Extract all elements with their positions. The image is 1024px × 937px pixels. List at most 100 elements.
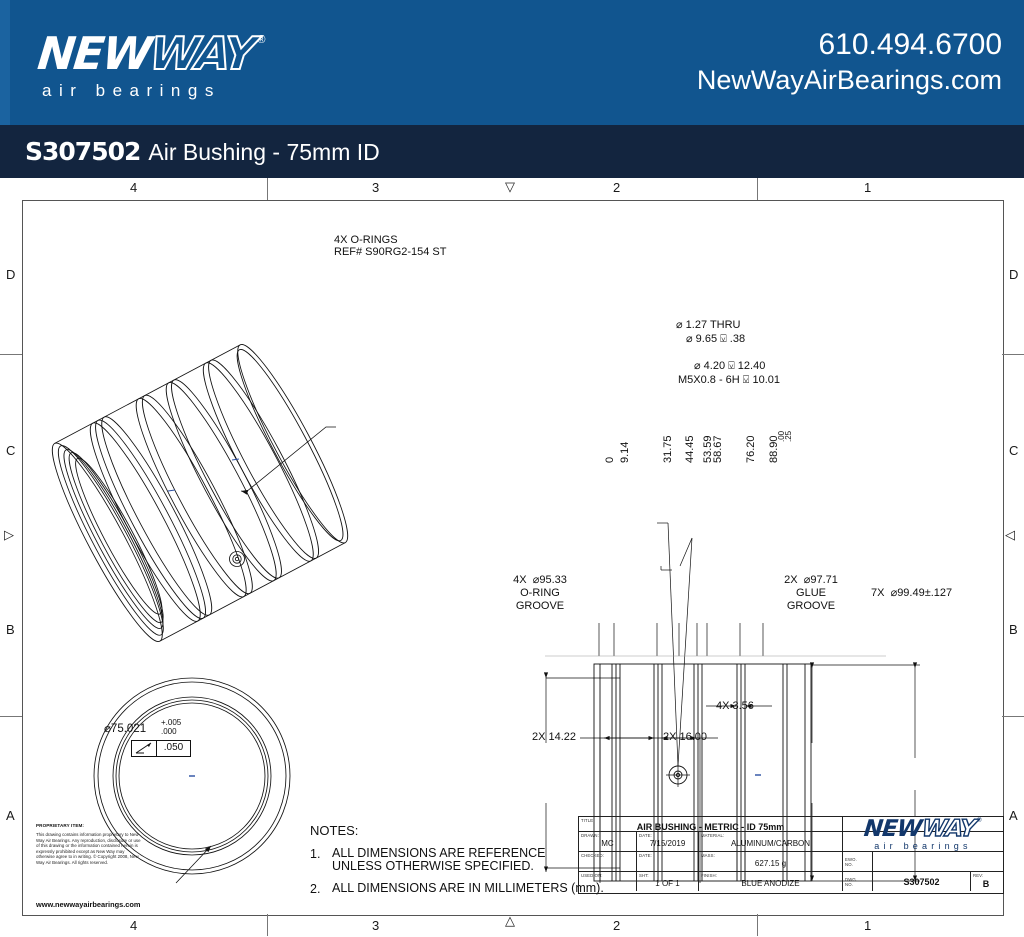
date1-value: 7/15/2019 [649,839,686,848]
dwg-no-label: DWG. NO. [845,876,858,887]
phone-number[interactable]: 610.494.6700 [818,28,1002,61]
note-number: 1. [310,847,321,861]
zone-right-d: D [1009,267,1019,282]
website-url[interactable]: NewWayAirBearings.com [696,65,1002,95]
center-mark-right-icon: ◁ [1005,527,1015,542]
mass-value: 627.15 g [754,859,787,868]
center-mark-top-icon: ▽ [505,179,515,194]
zone-left-c: C [6,443,16,458]
surface-finish-feature-frame: .050 [131,740,191,757]
hole-callout-1: ⌀ 1.27 THRU [676,319,741,331]
zone-right-c: C [1009,443,1019,458]
part-number: S307502 [25,137,141,166]
zone-right-a: A [1009,808,1018,823]
used-on-label: USED ON: [581,873,603,878]
oring-groove-label-2: O-RING [520,587,560,599]
title-value: AIR BUSHING - METRIC - ID 75mm [636,822,785,832]
ordinate-dim-914: 9.14 [619,441,631,463]
note-item: 1. ALL DIMENSIONS ARE REFERENCE UNLESS O… [310,847,604,873]
registered-trademark-icon: ® [257,34,266,46]
title-label: TITLE: [581,818,595,823]
oring-callout-line1: 4X O-RINGS [334,234,398,246]
hole-callout-3: ⌀ 4.20 ⍌ 12.40 [694,360,766,372]
glue-groove-label-3: GROOVE [786,600,836,612]
surface-finish-value: .050 [163,742,184,753]
material-label: MATERIAL: [701,833,725,838]
zone-tick [267,914,268,936]
tb-logo-tagline: air bearings [874,841,972,851]
dwg-no-value: S307502 [903,877,940,887]
date2-label: DATE: [639,853,652,858]
center-mark-bottom-icon: △ [505,913,515,928]
zone-left-d: D [6,267,16,282]
oring-groove-label-1: 4X ⌀95.33 [513,574,567,586]
note-number: 2. [310,882,321,896]
finish-value: BLUE ANODIZE [741,879,800,888]
zone-tick [267,178,268,200]
bore-tol-upper: +.005 [161,718,182,727]
date1-label: DATE: [639,833,652,838]
drawn-label: DRAWN: [581,833,599,838]
note-text: ALL DIMENSIONS ARE IN MILLIMETERS (mm). [332,881,604,895]
zone-ruler-top: 4 3 2 1 ▽ [22,178,1002,200]
ordinate-dim-5867: 58.67 [712,435,724,463]
note-text: ALL DIMENSIONS ARE REFERENCE UNLESS OTHE… [332,846,546,873]
oring-groove-label-3: GROOVE [515,600,565,612]
drawing-sheet: 4 3 2 1 ▽ 4 3 2 1 △ D C B A ▷ D C B A ◁ [0,178,1024,937]
title-block-logo: NEW WAY ® air bearings [843,815,1003,851]
zone-tick [757,914,758,936]
notes-block: NOTES: 1. ALL DIMENSIONS ARE REFERENCE U… [310,823,604,905]
hole-callout-2: ⌀ 9.65 ⍌ .38 [686,333,746,345]
zone-tick [0,716,22,717]
mass-label: MASS: [701,853,715,858]
drawn-value: MC [601,839,614,848]
ordinate-dim-3175: 31.75 [662,435,674,463]
tb-registered-icon: ® [977,818,982,824]
outer-diameter-label: 7X ⌀99.49±.127 [871,587,953,599]
ordinate-dim-7620: 76.20 [745,435,757,463]
hole-callout-4: M5X0.8 - 6H ⍌ 10.01 [678,374,780,386]
zone-ruler-bottom: 4 3 2 1 △ [22,914,1002,936]
bottom-dim-1422: 2X 14.22 [532,731,577,743]
ordinate-dim-8890-tol-lower: .25 [784,430,793,442]
proprietary-body: This drawing contains information propri… [36,832,141,865]
title-block: TITLE: AIR BUSHING - METRIC - ID 75mm NE… [578,815,1004,894]
ewo-label: EWO. NO. [845,856,857,867]
note-item: 2. ALL DIMENSIONS ARE IN MILLIMETERS (mm… [310,881,604,897]
center-mark-left-icon: ▷ [4,527,14,542]
logo-text-way: WAY [146,26,258,81]
rev-label: REV: [973,873,984,878]
bottom-dim-356: 4X 3.56 [716,700,754,712]
zone-tick [1002,716,1024,717]
page-header: NEW WAY ® air bearings 610.494.6700 NewW… [0,0,1024,125]
zone-ruler-right: D C B A ◁ [1002,200,1024,914]
oring-callout-line2: REF# S90RG2-154 ST [334,246,447,258]
finish-label: FINISH: [701,873,717,878]
sheet-label: SHT: [639,873,649,878]
sheet-value: 1 OF 1 [655,879,680,888]
zone-right-b: B [1009,622,1018,637]
footer-website-url[interactable]: www.newwayairbearings.com [36,900,141,909]
zone-tick [0,354,22,355]
surface-finish-icon [132,741,157,756]
glue-groove-label-1: 2X ⌀97.71 [784,574,838,586]
material-value: ALUMINUM/CARBON [730,839,811,848]
proprietary-notice: PROPRIETARY ITEM: This drawing contains … [36,823,141,866]
ordinate-dim-4445: 44.45 [684,435,696,463]
zone-ruler-left: D C B A ▷ [0,200,22,914]
zone-left-b: B [6,622,15,637]
logo-text-new: NEW [35,27,153,80]
notes-heading: NOTES: [310,823,359,838]
zone-tick [1002,354,1024,355]
tb-logo-spacer [843,832,1003,851]
ordinate-dim-0: 0 [604,456,616,463]
zone-bottom-3: 3 [372,918,380,933]
glue-groove-label-2: GLUE [796,587,826,599]
bore-tol-lower: .000 [161,727,177,736]
bore-diameter-value: ⌀75.021 [104,723,147,735]
header-contact: 610.494.6700 NewWayAirBearings.com [697,28,1002,97]
header-accent-bar [0,0,10,125]
zone-top-4: 4 [130,180,138,195]
zone-bottom-2: 2 [613,918,621,933]
